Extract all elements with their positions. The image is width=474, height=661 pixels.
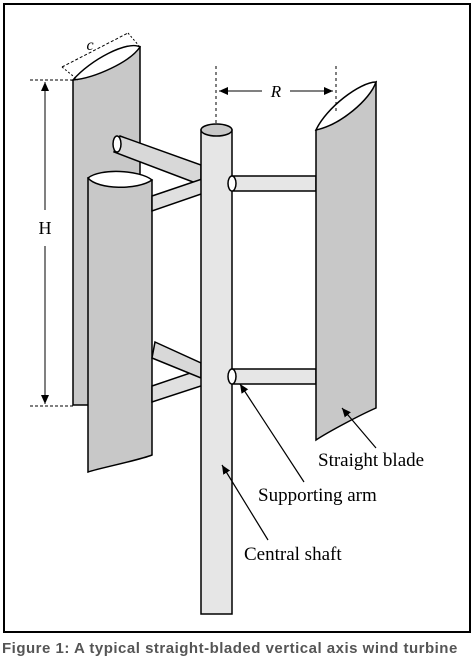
figure-frame: [3, 3, 471, 633]
supporting-arm-upper-right: [227, 175, 317, 192]
radius-label: R: [270, 82, 282, 101]
height-label: H: [39, 218, 52, 238]
arm-label: Supporting arm: [258, 485, 377, 506]
supporting-arm-lower-right: [227, 368, 317, 385]
height-dimension: [30, 79, 75, 407]
shaft-label: Central shaft: [244, 544, 342, 565]
shaft-callout-arrow: [221, 464, 269, 541]
figure-caption: Figure 1: A typical straight-bladed vert…: [2, 640, 458, 657]
radius-dimension: [215, 66, 337, 124]
supporting-arm-upper-left: [151, 176, 208, 213]
blade-label: Straight blade: [318, 450, 424, 471]
blade-right: [314, 80, 378, 442]
central-shaft: [200, 123, 233, 615]
blade-front-left: [86, 170, 154, 474]
arm-callout-arrow: [239, 383, 305, 483]
blade-callout-arrow: [341, 407, 377, 449]
chord-dimension: [61, 32, 141, 81]
supporting-arm-lower-back: [151, 340, 202, 380]
chord-label: c: [86, 37, 93, 54]
supporting-arm-upper-back: [112, 135, 202, 187]
